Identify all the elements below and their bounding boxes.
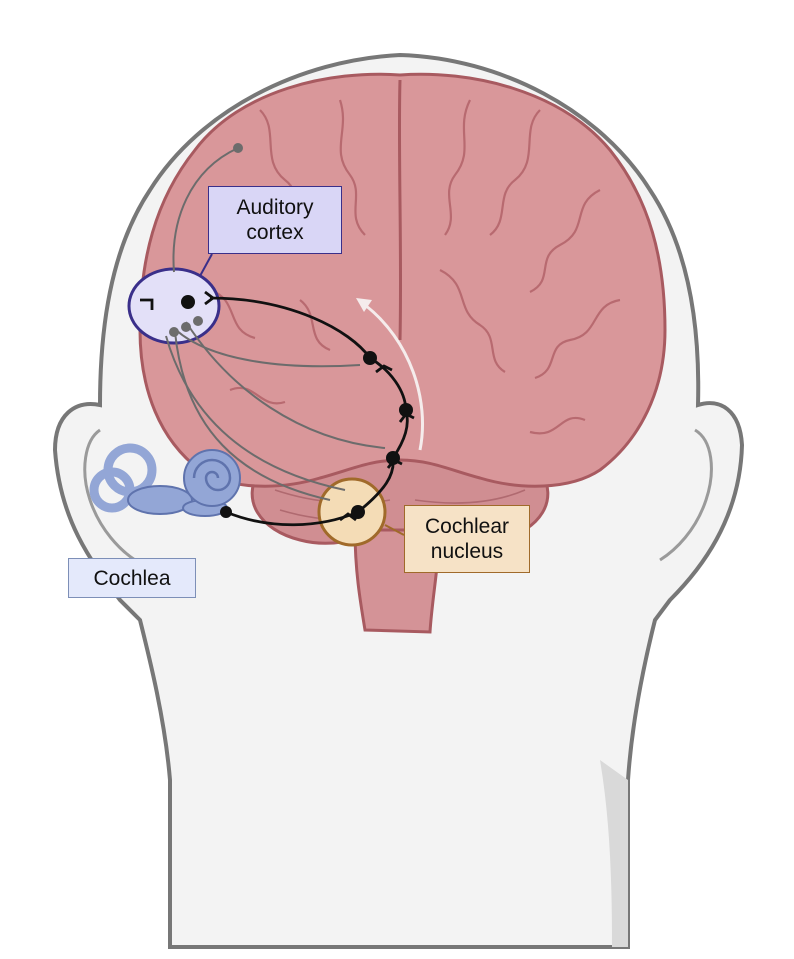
gyrus-line bbox=[439, 269, 506, 373]
midline-fissure bbox=[397, 79, 403, 341]
neuron-soma bbox=[233, 143, 243, 153]
pathway-line bbox=[165, 335, 346, 491]
gyrus-line bbox=[534, 298, 621, 380]
gyrus-line bbox=[229, 387, 286, 405]
neuron-soma bbox=[399, 403, 413, 417]
left-ear-inner bbox=[83, 428, 136, 562]
semicircular-canal bbox=[89, 467, 135, 513]
pathway-line bbox=[174, 331, 331, 501]
neuron-soma bbox=[181, 322, 191, 332]
auditory-cortex-connector bbox=[199, 253, 213, 277]
folium-line bbox=[414, 489, 526, 504]
pathway-line bbox=[175, 329, 361, 368]
pathway-line bbox=[172, 147, 239, 273]
cochlea-spiral-turn bbox=[192, 458, 232, 492]
gyrus-line bbox=[444, 99, 471, 236]
neuron-soma bbox=[363, 351, 377, 365]
neuron-soma bbox=[351, 505, 365, 519]
neuron-soma bbox=[386, 451, 400, 465]
neuron-soma bbox=[193, 316, 203, 326]
vestibule bbox=[127, 485, 193, 515]
auditory-cortex-label: Auditory cortex bbox=[208, 186, 342, 254]
gyrus-line bbox=[299, 299, 331, 352]
secondary-pathways bbox=[165, 147, 386, 501]
gyrus-line bbox=[529, 417, 586, 435]
gyrus-line bbox=[338, 99, 366, 236]
cochlear-nucleus-label: Cochlear nucleus bbox=[404, 505, 530, 573]
pathway-line bbox=[185, 321, 386, 449]
ascending-arrow bbox=[364, 303, 424, 451]
neuron-soma bbox=[169, 327, 179, 337]
cerebrum bbox=[138, 72, 667, 488]
ascending-arrow-head bbox=[356, 298, 372, 312]
neuron-soma bbox=[181, 295, 195, 309]
neuron-soma bbox=[220, 506, 232, 518]
cochlea-label: Cochlea bbox=[68, 558, 196, 598]
neck-shadow bbox=[600, 760, 628, 947]
cochlea-spiral bbox=[183, 449, 241, 507]
right-ear-inner bbox=[659, 428, 713, 562]
gyrus-line bbox=[489, 109, 541, 236]
pathway-line bbox=[209, 296, 372, 359]
gyrus-line bbox=[529, 189, 601, 293]
cochlear-nucleus-connector bbox=[384, 524, 405, 536]
